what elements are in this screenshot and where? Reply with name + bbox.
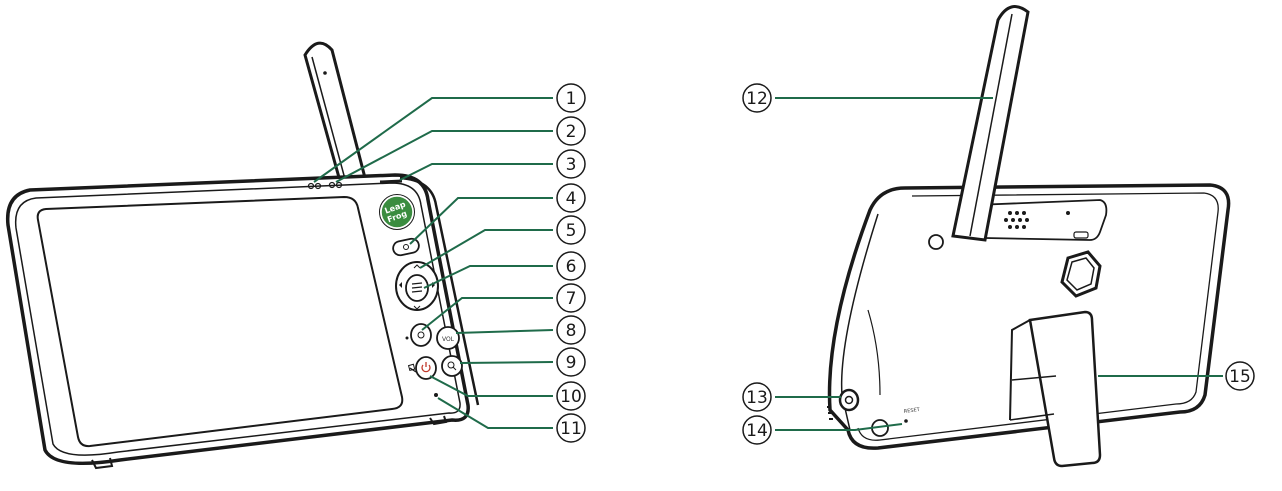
callout-4: 4	[556, 183, 586, 213]
talk-button[interactable]	[405, 323, 432, 347]
vol-label: VOL	[442, 336, 455, 343]
back-view	[827, 5, 1231, 468]
kickstand[interactable]	[1009, 310, 1102, 468]
leader-7	[421, 297, 553, 331]
navigation-dpad[interactable]	[395, 261, 439, 311]
leader-14	[775, 423, 903, 431]
svg-text:14: 14	[746, 421, 768, 441]
leader-4	[409, 197, 553, 245]
callout-10: 10	[556, 381, 586, 411]
leader-11	[437, 397, 553, 429]
svg-text:9: 9	[566, 353, 577, 373]
svg-text:10: 10	[560, 387, 582, 407]
callout-1: 1	[556, 83, 586, 113]
svg-text:1: 1	[566, 89, 577, 109]
zoom-button[interactable]	[441, 355, 463, 377]
svg-text:15: 15	[1229, 367, 1251, 387]
svg-text:3: 3	[566, 155, 577, 175]
leapfrog-logo	[379, 194, 415, 230]
speaker-grille	[974, 199, 1108, 241]
screw-hole	[928, 234, 944, 250]
reset-label: RESET	[903, 407, 921, 415]
callout-15: 15	[1225, 361, 1255, 391]
leader-9	[459, 361, 554, 364]
microphone-hole	[434, 393, 438, 397]
monitor-back-body	[827, 183, 1231, 450]
power-button[interactable]	[407, 356, 437, 380]
svg-text:7: 7	[566, 289, 577, 309]
callout-3: 3	[556, 149, 586, 179]
leader-10	[429, 375, 553, 397]
leader-8	[455, 329, 554, 334]
front-view: VOL	[5, 41, 480, 470]
leader-3	[399, 163, 553, 181]
callout-11: 11	[556, 413, 586, 443]
callout-8: 8	[556, 315, 586, 345]
svg-text:11: 11	[560, 419, 582, 439]
leader-6	[423, 265, 553, 289]
svg-text:4: 4	[566, 189, 577, 209]
power-jack[interactable]	[827, 388, 860, 420]
callouts: 1 2 3 4 5 6 7 8	[556, 83, 1255, 445]
leader-2	[335, 130, 553, 183]
indicator-leds	[307, 181, 343, 190]
leader-1	[313, 97, 553, 183]
callout-14: 14	[742, 415, 772, 445]
top-slot	[379, 179, 403, 184]
leader-lines	[313, 97, 1223, 431]
svg-text:5: 5	[566, 221, 577, 241]
svg-text:12: 12	[746, 89, 768, 109]
callout-6: 6	[556, 251, 586, 281]
callout-13: 13	[742, 382, 772, 412]
status-led	[328, 181, 336, 189]
svg-text:6: 6	[566, 257, 577, 277]
volume-button[interactable]: VOL	[436, 326, 460, 350]
callout-5: 5	[556, 215, 586, 245]
back-octagon-button	[1060, 250, 1102, 298]
svg-text:2: 2	[566, 122, 577, 142]
callout-2: 2	[556, 116, 586, 146]
callout-9: 9	[556, 347, 586, 377]
callout-12: 12	[742, 83, 772, 113]
power-led	[307, 182, 315, 190]
svg-text:8: 8	[566, 321, 577, 341]
antenna-back[interactable]	[951, 5, 1030, 242]
leader-5	[419, 229, 553, 269]
front-screen	[36, 195, 404, 448]
callout-7: 7	[556, 283, 586, 313]
svg-text:13: 13	[746, 388, 768, 408]
